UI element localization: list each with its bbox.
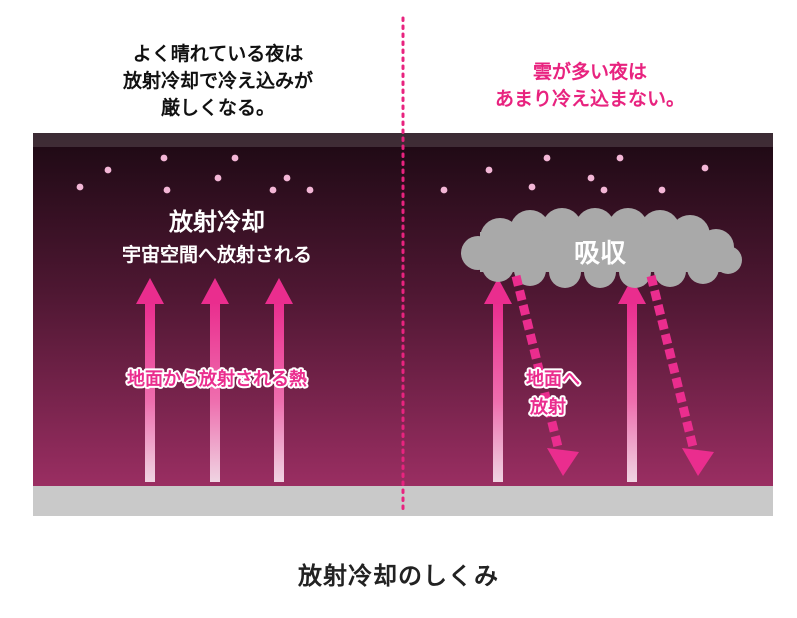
- left-stars: [76, 154, 314, 194]
- left-arrow-label: 地面から放射される熱: [127, 368, 307, 390]
- left-heading-line-2: 放射冷却で冷え込みが: [122, 69, 313, 92]
- star: [485, 166, 493, 174]
- right-arrow-label-line-1: 地面へ: [526, 368, 580, 390]
- right-sky-panel: [403, 133, 773, 486]
- right-heading-line-1: 雲が多い夜は: [533, 60, 647, 83]
- star: [104, 166, 112, 174]
- star: [543, 154, 551, 162]
- right-heading-line-2: あまり冷え込まない。: [495, 87, 685, 110]
- right-stars: [440, 154, 709, 194]
- star: [269, 186, 277, 194]
- cloud-shape: [461, 208, 742, 288]
- star: [600, 186, 608, 194]
- downward-reflected-arrow-1: [511, 274, 579, 476]
- left-upward-arrow-3: [265, 278, 293, 482]
- star: [658, 186, 666, 194]
- star: [214, 174, 222, 182]
- cloud-label: 吸収: [574, 239, 627, 269]
- star: [163, 186, 171, 194]
- caption: 放射冷却のしくみ: [298, 562, 499, 590]
- star: [306, 186, 314, 194]
- star: [701, 164, 709, 172]
- left-title: 放射冷却: [168, 208, 265, 236]
- star: [231, 154, 239, 162]
- left-upward-arrow-2: [201, 278, 229, 482]
- right-upward-arrow-1: [484, 278, 512, 482]
- star: [76, 183, 84, 191]
- star: [283, 174, 291, 182]
- star: [440, 186, 448, 194]
- star: [587, 174, 595, 182]
- left-heading-line-3: 厳しくなる。: [161, 96, 275, 119]
- right-arrow-label-line-2: 放射: [529, 396, 566, 418]
- left-heading-line-1: よく晴れている夜は: [133, 42, 303, 65]
- left-subtitle: 宇宙空間へ放射される: [122, 243, 312, 266]
- star: [528, 183, 536, 191]
- right-upward-arrow-2: [618, 278, 646, 482]
- star: [616, 154, 624, 162]
- star: [160, 154, 168, 162]
- downward-reflected-arrow-2: [646, 274, 714, 476]
- left-upward-arrow-1: [136, 278, 164, 482]
